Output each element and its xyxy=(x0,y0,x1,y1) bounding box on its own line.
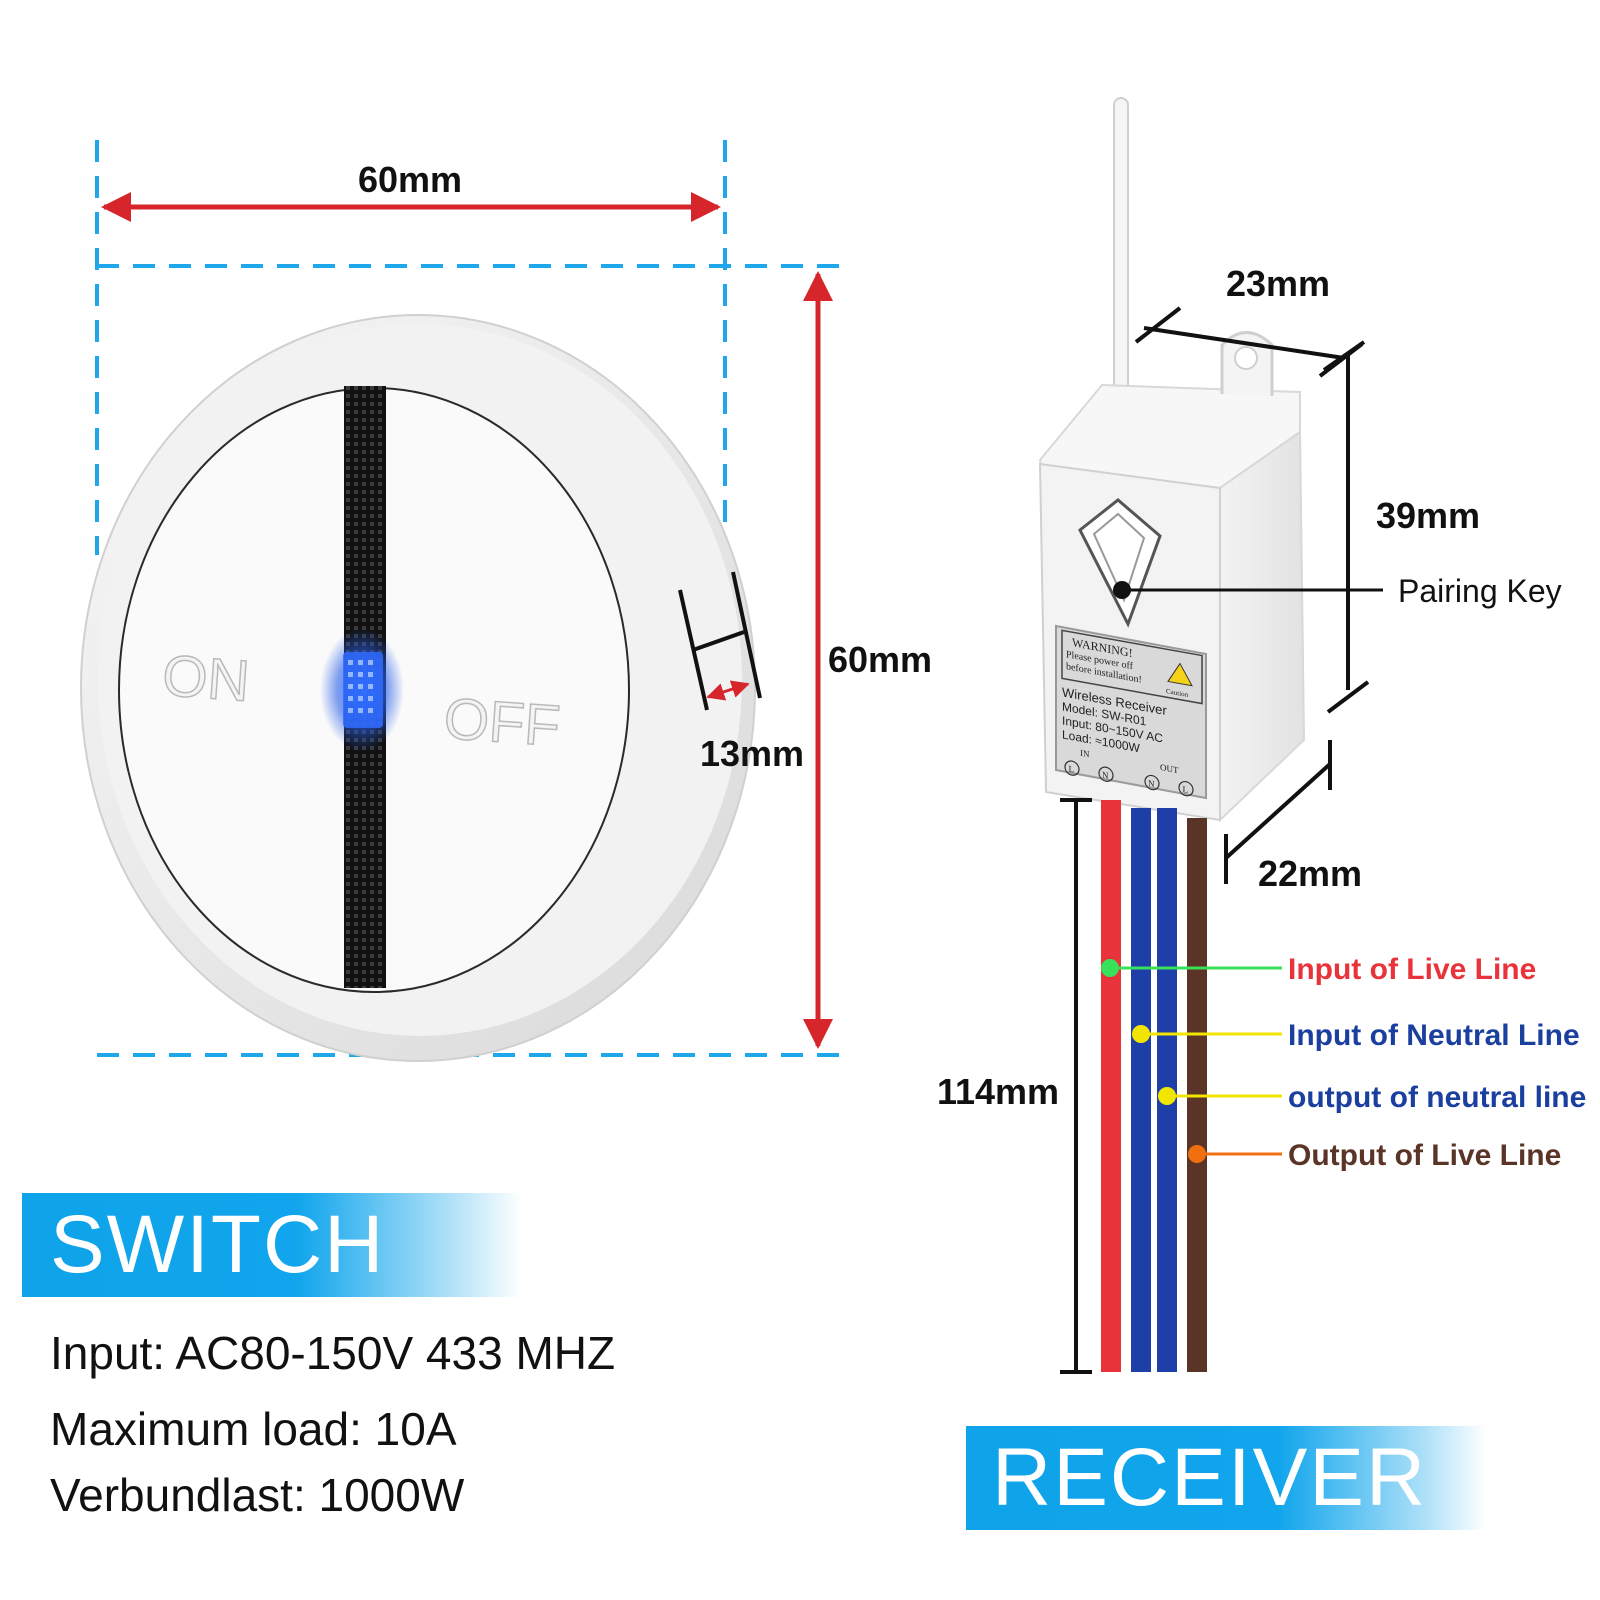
receiver-antenna xyxy=(1113,97,1129,419)
receiver-wires xyxy=(1101,800,1207,1372)
receiver-banner: RECEIVER xyxy=(966,1426,1486,1530)
receiver-height-label: 39mm xyxy=(1376,495,1480,536)
pairing-key-button[interactable] xyxy=(1078,498,1162,628)
receiver-wire-length-dimension xyxy=(1060,798,1092,1374)
plate-terminal-l-out: L xyxy=(1183,784,1189,795)
pairing-key-label: Pairing Key xyxy=(1398,573,1562,609)
wire-callouts: Input of Live Line Input of Neutral Line… xyxy=(1101,953,1586,1172)
plate-in: IN xyxy=(1080,748,1090,760)
switch-thickness-label: 13mm xyxy=(700,733,804,774)
receiver-group: WARNING! Please power off before install… xyxy=(937,97,1586,1374)
receiver-width-label: 23mm xyxy=(1226,263,1330,304)
switch-banner: SWITCH xyxy=(22,1193,522,1297)
wire-callout-dot xyxy=(1158,1087,1176,1105)
wire-label-live-out: Output of Live Line xyxy=(1288,1139,1561,1172)
spec-verbundlast: Verbundlast: 1000W xyxy=(50,1469,465,1521)
receiver-depth-dimension xyxy=(1224,740,1332,884)
receiver-depth-label: 22mm xyxy=(1258,853,1362,894)
switch-group: 60mm 60mm ON OFF xyxy=(80,140,932,1062)
receiver-body: WARNING! Please power off before install… xyxy=(1038,331,1306,823)
receiver-wire-length-label: 114mm xyxy=(937,1071,1059,1112)
off-button-label[interactable]: OFF xyxy=(441,685,563,759)
wire-label-live-in: Input of Live Line xyxy=(1288,953,1536,986)
on-button-label[interactable]: ON xyxy=(160,642,253,714)
wire-label-neutral-in: Input of Neutral Line xyxy=(1288,1019,1580,1052)
wire-live-in xyxy=(1101,800,1121,1372)
switch-width-label: 60mm xyxy=(358,159,462,200)
wire-neutral-in xyxy=(1131,808,1151,1372)
switch-body: ON OFF xyxy=(80,314,756,1062)
wire-callout-dot xyxy=(1188,1145,1206,1163)
receiver-label-plate: WARNING! Please power off before install… xyxy=(1055,624,1207,800)
plate-terminal-n-in: N xyxy=(1102,770,1109,781)
wire-callout-dot xyxy=(1101,959,1119,977)
spec-max-load: Maximum load: 10A xyxy=(50,1403,457,1455)
wire-callout-dot xyxy=(1132,1025,1150,1043)
spec-input: Input: AC80-150V 433 MHZ xyxy=(50,1327,616,1379)
receiver-height-dimension xyxy=(1322,340,1370,714)
plate-terminal-n-out: N xyxy=(1148,778,1155,789)
plate-terminal-l-in: L xyxy=(1069,764,1075,775)
plate-out: OUT xyxy=(1160,762,1179,775)
switch-height-label: 60mm xyxy=(828,639,932,680)
wire-label-neutral-out: output of neutral line xyxy=(1288,1081,1586,1114)
switch-thickness-indicator xyxy=(678,571,762,711)
